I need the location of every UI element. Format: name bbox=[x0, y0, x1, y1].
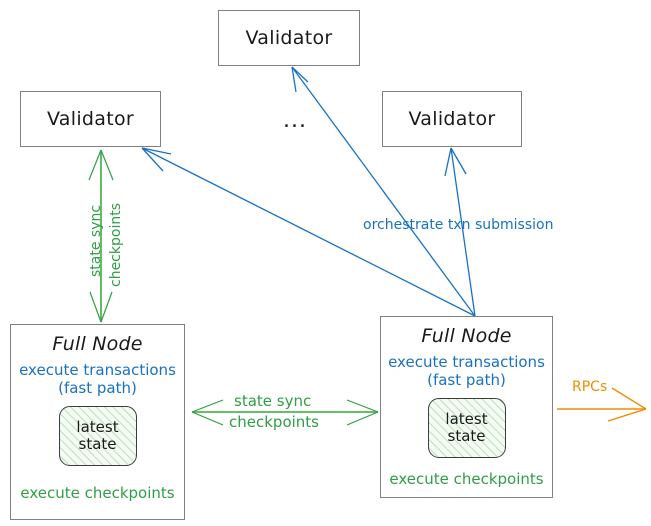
rpcs-label: RPCs bbox=[572, 379, 608, 395]
validator-left-box[interactable]: Validator bbox=[20, 91, 161, 147]
validators-ellipsis: ... bbox=[283, 108, 307, 133]
full-node-left-title: Full Node bbox=[52, 333, 143, 355]
state-sync-horizontal-label-line-1: state sync bbox=[234, 392, 312, 410]
validator-right-label: Validator bbox=[408, 108, 496, 130]
state-sync-vertical-label-line-1: state sync bbox=[88, 204, 104, 277]
full-node-right-latest-state: latest state bbox=[427, 398, 506, 459]
full-node-right-exec-line-2: (fast path) bbox=[427, 370, 506, 389]
full-node-left-execute-checkpoints: execute checkpoints bbox=[20, 484, 175, 503]
validator-top-box[interactable]: Validator bbox=[218, 10, 360, 66]
validator-right-box[interactable]: Validator bbox=[382, 91, 522, 147]
validator-top-label: Validator bbox=[245, 27, 333, 49]
full-node-left-state-line-2: state bbox=[78, 435, 117, 454]
full-node-left-execute-transactions: execute transactions (fast path) bbox=[19, 361, 176, 397]
full-node-right-execute-transactions: execute transactions (fast path) bbox=[388, 353, 545, 389]
orchestrate-txn-submission-label: orchestrate txn submission bbox=[363, 217, 554, 233]
full-node-left-latest-state: latest state bbox=[58, 406, 137, 467]
state-sync-horizontal-label-line-2: checkpoints bbox=[229, 413, 319, 431]
full-node-right-exec-line-1: execute transactions bbox=[388, 353, 545, 371]
full-node-right-box[interactable]: Full Node execute transactions (fast pat… bbox=[380, 316, 553, 498]
full-node-left-state-line-1: latest bbox=[76, 418, 119, 437]
full-node-left-exec-line-1: execute transactions bbox=[19, 361, 176, 379]
state-sync-vertical-label-line-2: checkpoints bbox=[108, 203, 124, 287]
full-node-left-exec-line-2: (fast path) bbox=[58, 378, 137, 397]
full-node-right-state-line-1: latest bbox=[445, 410, 488, 429]
validator-left-label: Validator bbox=[46, 108, 134, 130]
full-node-left-box[interactable]: Full Node execute transactions (fast pat… bbox=[10, 324, 185, 520]
full-node-right-title: Full Node bbox=[421, 325, 512, 347]
full-node-right-state-line-2: state bbox=[447, 427, 486, 446]
full-node-right-execute-checkpoints: execute checkpoints bbox=[389, 470, 544, 489]
